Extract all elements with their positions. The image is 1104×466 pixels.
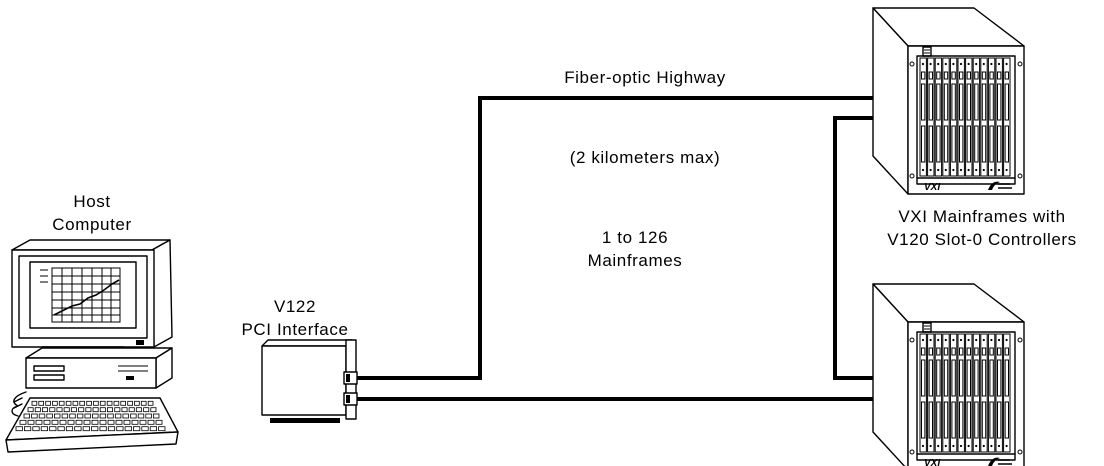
host-label-line-1: Host: [73, 192, 111, 211]
mainframes-label: VXI Mainframes with V120 Slot-0 Controll…: [860, 205, 1104, 251]
vxi-badge: VXI: [924, 182, 940, 193]
mainframes-label-line-1: VXI Mainframes with: [898, 207, 1066, 226]
pci-interface-card-icon: [261, 339, 358, 423]
host-computer-icon: [5, 239, 179, 453]
pci-interface-label: V122 PCI Interface: [220, 295, 370, 341]
host-computer-label: Host Computer: [40, 190, 144, 236]
vxi-mainframe-top: VXI: [872, 7, 1025, 195]
vxi-mainframe-bottom: VXI: [872, 283, 1025, 466]
distance-label: (2 kilometers max): [569, 148, 721, 167]
count-label-line-2: Mainframes: [587, 251, 683, 270]
keyboard-keys: [15, 400, 166, 432]
mainframes-label-line-2: V120 Slot-0 Controllers: [887, 230, 1077, 249]
highway-label: Fiber-optic Highway: [564, 68, 726, 87]
vxi-badge: VXI: [924, 458, 940, 466]
interface-label-line-2: PCI Interface: [241, 320, 349, 339]
screen-graph: [40, 267, 121, 323]
mainframe-count-label: 1 to 126 Mainframes: [565, 226, 705, 272]
count-label-line-1: 1 to 126: [601, 228, 669, 247]
interface-label-line-1: V122: [273, 297, 317, 316]
fiber-cable-top: [357, 96, 922, 380]
host-label-line-2: Computer: [52, 215, 132, 234]
